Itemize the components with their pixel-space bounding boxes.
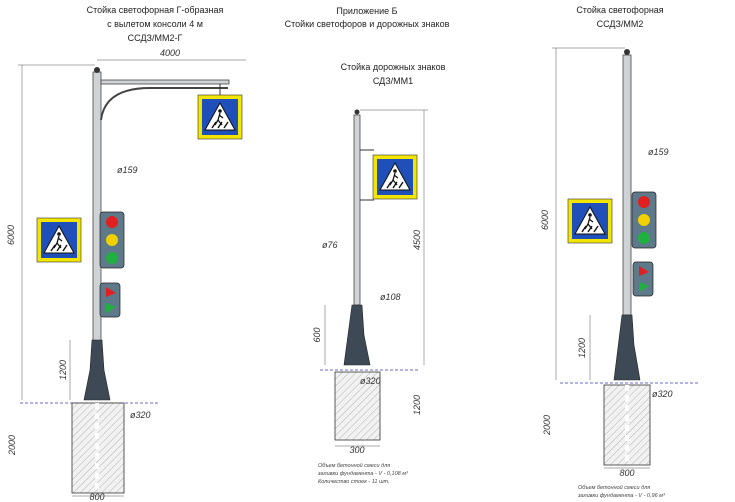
right-dim-width: 800	[619, 468, 634, 478]
right-dim-base: 1200	[577, 338, 587, 358]
right-note-2: заливки фундамента - V - 0,96 м³	[577, 493, 665, 499]
middle-dim-height: 4500	[412, 230, 422, 250]
middle-post: Стойка дорожных знаков СДЗ/ММ1 4500 ø76 …	[312, 62, 446, 485]
middle-dim-top: ø76	[322, 240, 338, 250]
appendix-title: Приложение Б	[336, 6, 397, 16]
middle-dim-foundation: ø320	[360, 376, 381, 386]
middle-dim-depth: 1200	[412, 395, 422, 415]
left-dim-arm: 4000	[160, 48, 180, 58]
right-dim-depth: 2000	[542, 415, 552, 436]
middle-dim-base: 600	[312, 327, 322, 342]
left-title-1: Стойка светофорная Г-образная	[87, 5, 224, 15]
left-dim-depth: 2000	[7, 435, 17, 456]
left-dim-foundation: ø320	[130, 410, 151, 420]
left-dim-height: 6000	[6, 225, 16, 245]
crosswalk-sign-icon	[567, 198, 613, 244]
middle-pole	[353, 114, 361, 306]
middle-note-3: Количество стоек - 11 шт.	[318, 479, 390, 485]
left-title-3: ССДЗ/ММ2-Г	[128, 33, 183, 43]
crosswalk-sign-icon	[372, 154, 418, 200]
right-dim-foundation: ø320	[652, 389, 673, 399]
middle-title-1: Стойка дорожных знаков	[341, 62, 446, 72]
arrow-signal-icon	[632, 261, 654, 297]
middle-dim-lower: ø108	[380, 292, 401, 302]
crosswalk-sign-icon	[197, 94, 243, 140]
right-note-1: Объем бетонной смеси для	[578, 484, 650, 491]
middle-note-2: заливки фундамента - V - 0,108 м³	[317, 471, 408, 477]
right-pole	[622, 54, 632, 316]
left-dim-pipe: ø159	[117, 165, 138, 175]
traffic-light-icon	[99, 211, 125, 269]
left-dim-width: 800	[89, 492, 104, 502]
traffic-light-icon	[631, 191, 657, 249]
middle-title-2: СДЗ/ММ1	[373, 76, 413, 86]
left-dim-base: 1200	[58, 360, 68, 380]
crosswalk-sign-icon	[36, 217, 82, 263]
right-title-2: ССДЗ/ММ2	[597, 19, 644, 29]
appendix-subtitle: Стойки светофоров и дорожных знаков	[285, 19, 450, 29]
left-post: Стойка светофорная Г-образная с вылетом …	[6, 5, 246, 502]
middle-dim-width: 300	[349, 445, 364, 455]
right-dim-height: 6000	[540, 210, 550, 230]
right-post: Стойка светофорная ССДЗ/ММ2 6000 ø159 12…	[540, 5, 700, 499]
left-title-2: с вылетом консоли 4 м	[107, 19, 203, 29]
right-dim-pipe: ø159	[648, 147, 669, 157]
arrow-signal-icon	[99, 282, 121, 318]
middle-note-1: Объем бетонной смеси для	[318, 462, 390, 469]
right-title-1: Стойка светофорная	[576, 5, 663, 15]
